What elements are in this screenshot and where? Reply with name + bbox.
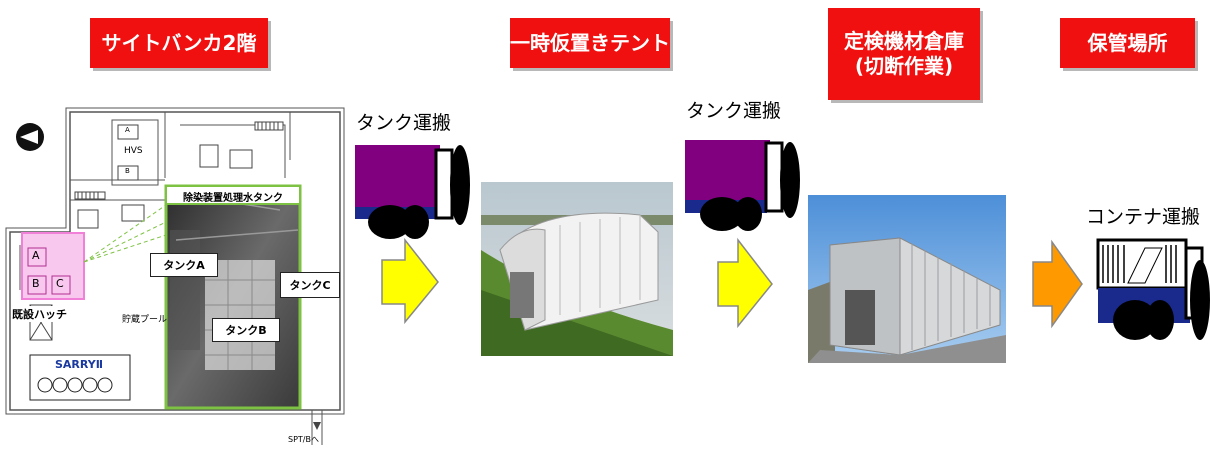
container-transport-label: コンテナ運搬 bbox=[1086, 206, 1201, 228]
flow-arrow-2 bbox=[717, 237, 773, 329]
tank-c-label: タンクC bbox=[280, 272, 340, 298]
step-title-site-bunker: サイトバンカ2階 bbox=[90, 18, 268, 68]
step-title-storage-location: 保管場所 bbox=[1060, 18, 1195, 68]
tank-box-title: 除染装置処理水タンク bbox=[183, 192, 283, 204]
tank-a-label: タンクA bbox=[150, 253, 218, 277]
temporary-tent-photo bbox=[481, 182, 673, 356]
pool-label: 貯蔵プール bbox=[122, 315, 168, 325]
step-title-line: 保管場所 bbox=[1087, 30, 1168, 55]
container-truck bbox=[1096, 238, 1210, 340]
tank-transport-label-1: タンク運搬 bbox=[356, 112, 452, 134]
sarry-label: SARRYⅡ bbox=[55, 358, 103, 371]
hatch-label: 既設ハッチ bbox=[12, 306, 67, 322]
flow-arrow-3 bbox=[1032, 239, 1083, 329]
small-tank-c-label: C bbox=[56, 277, 64, 290]
step-title-line: サイトバンカ2階 bbox=[101, 30, 257, 55]
hvs-room-b-label: B bbox=[125, 167, 130, 175]
tank-b-label: タンクB bbox=[212, 318, 280, 342]
step-title-line: 一時仮置きテント bbox=[510, 30, 670, 55]
small-tank-a-label: A bbox=[32, 249, 40, 262]
flow-arrow-1 bbox=[381, 237, 439, 325]
spt-label: SPT/Bへ bbox=[288, 435, 319, 444]
step-title-equipment-warehouse: 定検機材倉庫 (切断作業) bbox=[828, 8, 980, 100]
step-title-temporary-tent: 一時仮置きテント bbox=[510, 18, 670, 68]
tank-transport-label-2: タンク運搬 bbox=[686, 100, 782, 122]
hvs-label: HVS bbox=[124, 146, 143, 156]
equipment-warehouse-photo bbox=[808, 195, 1006, 363]
step-title-line-1: 定検機材倉庫 bbox=[844, 29, 964, 53]
tank-truck-2 bbox=[685, 140, 800, 231]
tank-truck-1 bbox=[355, 145, 470, 239]
hvs-room-a-label: A bbox=[125, 126, 130, 134]
step-title-line-2: (切断作業) bbox=[854, 54, 954, 78]
small-tank-b-label: B bbox=[32, 277, 40, 290]
